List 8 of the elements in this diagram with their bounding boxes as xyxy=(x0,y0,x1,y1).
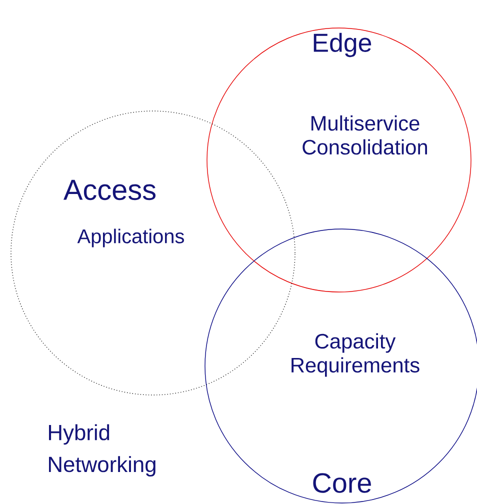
circle-label: Core xyxy=(313,473,371,493)
circle xyxy=(206,28,472,292)
label: Hybrid Networking xyxy=(49,424,156,476)
circle-label: Access xyxy=(64,180,156,200)
circle-label: Capacity Requirements xyxy=(292,333,420,377)
circle-label: Applications xyxy=(77,228,184,248)
circle-label: Edge xyxy=(314,32,372,58)
circle-label: Multiservice Consolidation xyxy=(302,115,427,155)
